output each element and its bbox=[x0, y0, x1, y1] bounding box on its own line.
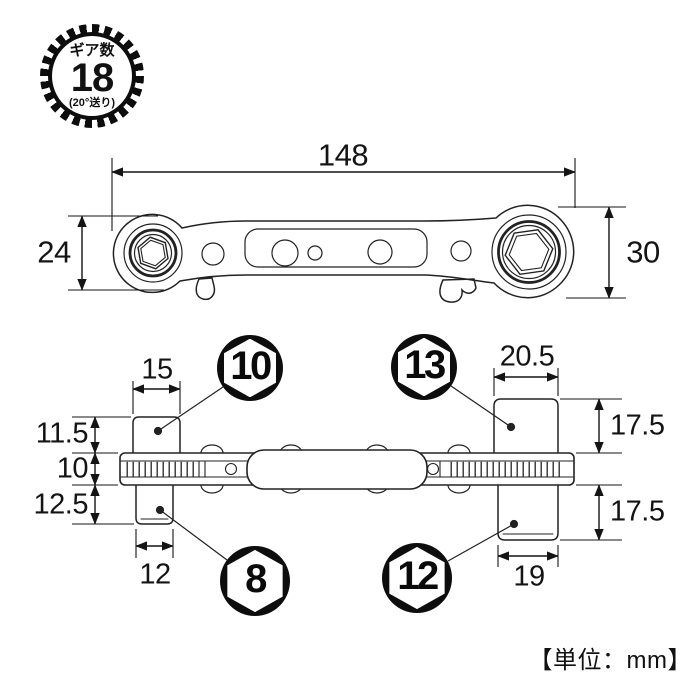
hex-socket-icon: 13 bbox=[397, 337, 451, 397]
dim-upper-right-socket-height: 17.5 bbox=[610, 409, 665, 442]
dim-overall-length: 148 bbox=[317, 137, 369, 173]
badge-number: 10 bbox=[230, 344, 272, 389]
badge-number: 12 bbox=[397, 554, 439, 599]
dim-lower-left-socket-width: 12 bbox=[139, 558, 171, 591]
socket-size-badge-lower-right: 12 bbox=[382, 543, 452, 613]
badge-number: 8 bbox=[245, 557, 267, 602]
socket-size-badge-lower-left: 8 bbox=[220, 546, 290, 616]
dimension-lines bbox=[68, 158, 626, 567]
seal-face: ギア数 18 (20°送り) bbox=[52, 36, 132, 116]
dim-upper-left-socket-height: 11.5 bbox=[35, 417, 89, 450]
gear-count-seal: ギア数 18 (20°送り) bbox=[40, 24, 144, 128]
seal-feed-angle: (20°送り) bbox=[69, 96, 115, 109]
seal-gear-count: 18 bbox=[70, 55, 114, 100]
socket-size-badge-upper-left: 10 bbox=[217, 335, 283, 401]
dim-upper-left-socket-width: 15 bbox=[141, 353, 173, 386]
hex-socket-icon: 10 bbox=[223, 338, 277, 398]
dim-lower-right-socket-height: 17.5 bbox=[610, 495, 665, 528]
unit-note: 【単位：mm】 bbox=[528, 647, 692, 674]
dim-lower-left-socket-height: 12.5 bbox=[33, 488, 89, 521]
badge-number: 13 bbox=[404, 343, 446, 388]
top-view-drawing bbox=[112, 204, 575, 303]
hex-socket-icon: 12 bbox=[389, 546, 445, 610]
socket-size-badge-upper-right: 13 bbox=[391, 334, 457, 400]
dim-left-head-width: 24 bbox=[37, 234, 71, 270]
dim-lower-right-socket-width: 19 bbox=[513, 560, 545, 593]
dim-body-thickness: 10 bbox=[56, 452, 89, 485]
dim-upper-right-socket-width: 20.5 bbox=[499, 340, 555, 373]
dim-right-head-width: 30 bbox=[626, 234, 660, 270]
hex-socket-icon: 8 bbox=[227, 549, 283, 613]
side-view-drawing bbox=[119, 398, 575, 541]
leader-lines bbox=[153, 385, 519, 562]
seal-title: ギア数 bbox=[69, 42, 115, 60]
